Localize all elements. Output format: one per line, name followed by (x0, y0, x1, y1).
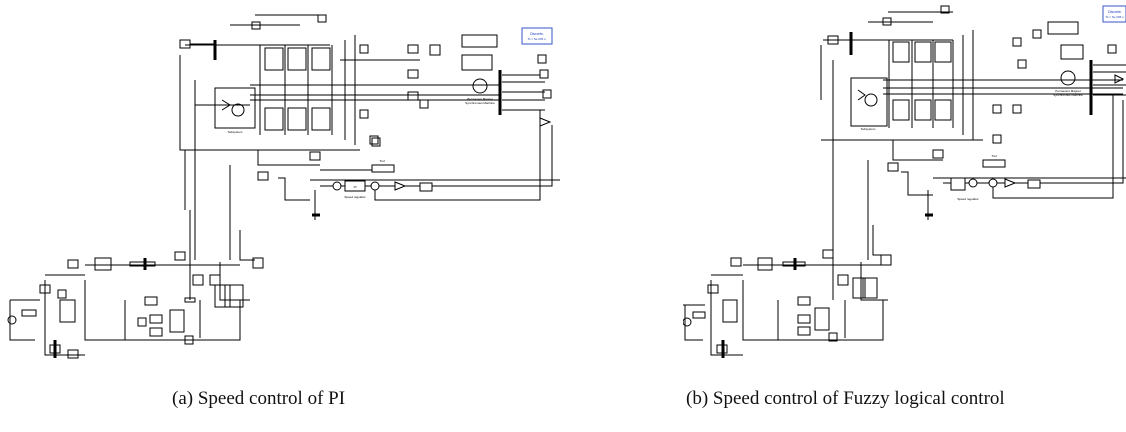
svg-text:Permanent Magnet: Permanent Magnet (1055, 89, 1081, 93)
caption-b: (b) Speed control of Fuzzy logical contr… (686, 388, 1005, 409)
svg-text:Tref: Tref (379, 159, 384, 163)
svg-text:Ts = 5e-005 s.: Ts = 5e-005 s. (528, 37, 547, 41)
svg-text:Ts = 5e-005 s.: Ts = 5e-005 s. (1106, 15, 1125, 19)
svg-text:Subsystem: Subsystem (228, 130, 243, 134)
svg-text:PI: PI (354, 185, 357, 189)
svg-text:Permanent Magnet: Permanent Magnet (467, 97, 493, 101)
simulink-diagram-fuzzy: Discrete, Ts = 5e-005 s. Permanent Magne… (683, 5, 1126, 358)
svg-text:Synchronous Machine: Synchronous Machine (465, 101, 495, 105)
scope-label: Discrete, (530, 32, 544, 36)
caption-a: (a) Speed control of PI (172, 388, 346, 409)
simulink-diagram-pi: Discrete, Ts = 5e-005 s. Permanent Magne… (7, 14, 560, 359)
svg-text:Speed regulator: Speed regulator (344, 195, 365, 199)
panel-a: Discrete, Ts = 5e-005 s. Permanent Magne… (7, 14, 560, 409)
svg-text:Tref: Tref (991, 154, 996, 158)
svg-text:Subsystem: Subsystem (861, 127, 876, 131)
svg-text:Synchronous Machine: Synchronous Machine (1053, 93, 1083, 97)
panel-b: Discrete, Ts = 5e-005 s. Permanent Magne… (683, 0, 1126, 432)
svg-text:Speed regulator: Speed regulator (957, 197, 978, 201)
svg-text:Discrete,: Discrete, (1108, 10, 1122, 14)
